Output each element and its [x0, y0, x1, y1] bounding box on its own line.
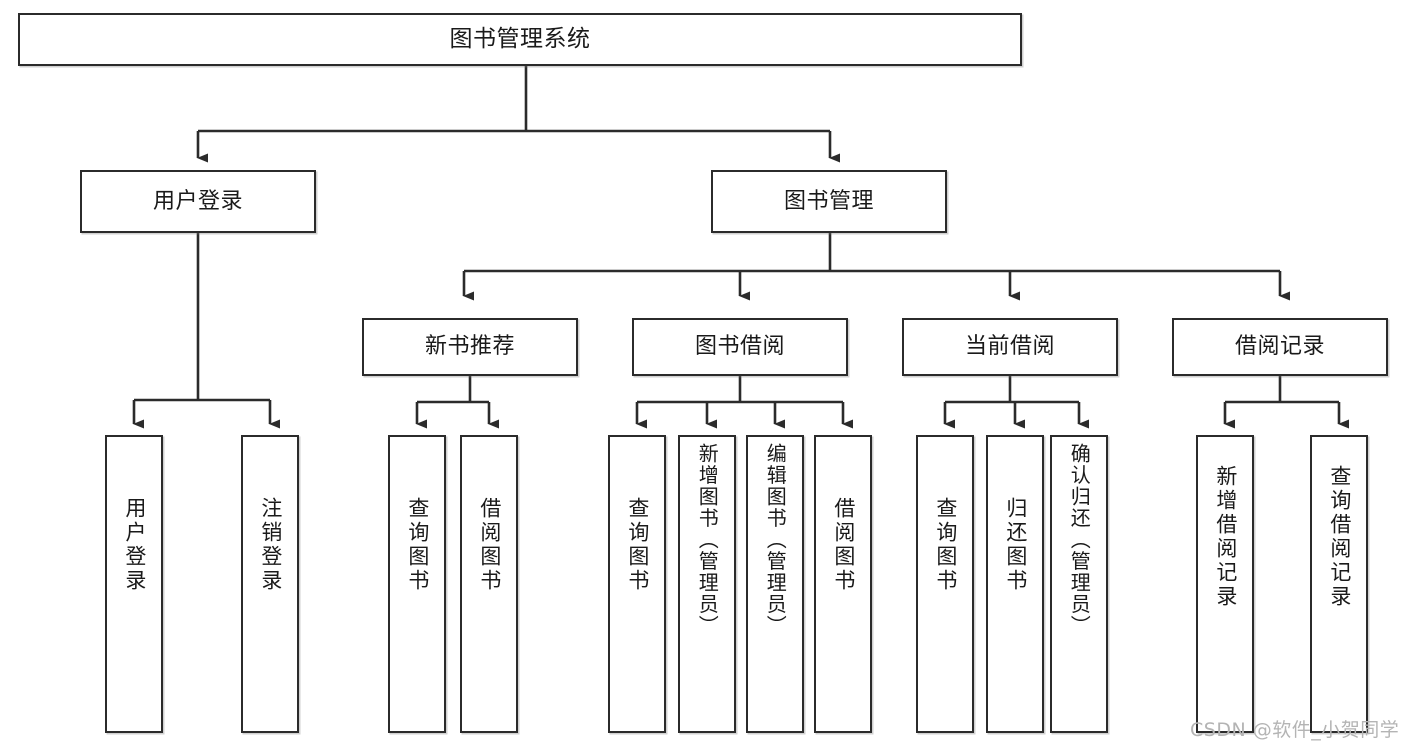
node-label: 查询图书	[933, 497, 958, 593]
leaf-user-logout[interactable]: 注销登录	[241, 435, 299, 733]
leaf-borrow-book-2[interactable]: 借阅图书	[814, 435, 872, 733]
leaf-return-book[interactable]: 归还图书	[986, 435, 1044, 733]
node-label: 图书借阅	[694, 334, 785, 360]
node-label: 借阅记录	[1234, 334, 1325, 360]
leaf-add-book-admin[interactable]: 新增图书（管理员）	[678, 435, 736, 733]
node-book-borrowing[interactable]: 图书借阅	[632, 318, 848, 376]
leaf-edit-book-admin[interactable]: 编辑图书（管理员）	[746, 435, 804, 733]
leaf-add-borrowing-record[interactable]: 新增借阅记录	[1196, 435, 1254, 733]
leaf-query-borrowing-record[interactable]: 查询借阅记录	[1310, 435, 1368, 733]
leaf-confirm-return-admin[interactable]: 确认归还（管理员）	[1050, 435, 1108, 733]
node-label: 图书管理	[783, 188, 874, 214]
node-user-login[interactable]: 用户登录	[80, 170, 316, 233]
node-label: 确认归还（管理员）	[1067, 443, 1092, 637]
node-label: 归还图书	[1003, 497, 1028, 593]
node-label: 查询借阅记录	[1327, 465, 1352, 609]
node-label: 用户登录	[122, 497, 147, 593]
node-label: 新增借阅记录	[1213, 465, 1238, 609]
node-label: 注销登录	[258, 497, 283, 593]
leaf-query-book-3[interactable]: 查询图书	[916, 435, 974, 733]
node-label: 图书管理系统	[449, 26, 591, 53]
node-label: 查询图书	[625, 497, 650, 593]
node-label: 用户登录	[152, 188, 243, 214]
leaf-borrow-book-1[interactable]: 借阅图书	[460, 435, 518, 733]
leaf-query-book-2[interactable]: 查询图书	[608, 435, 666, 733]
node-label: 借阅图书	[831, 497, 856, 593]
node-label: 借阅图书	[477, 497, 502, 593]
node-label: 编辑图书（管理员）	[763, 443, 788, 637]
node-borrowing-record[interactable]: 借阅记录	[1172, 318, 1388, 376]
leaf-user-login[interactable]: 用户登录	[105, 435, 163, 733]
node-root-book-management-system[interactable]: 图书管理系统	[18, 13, 1022, 66]
node-label: 新书推荐	[424, 334, 515, 360]
node-label: 当前借阅	[964, 334, 1055, 360]
node-current-borrowing[interactable]: 当前借阅	[902, 318, 1118, 376]
node-book-management[interactable]: 图书管理	[711, 170, 947, 233]
node-label: 新增图书（管理员）	[695, 443, 720, 637]
csdn-watermark: CSDN @软件_小贺同学	[1190, 719, 1400, 741]
leaf-query-book-1[interactable]: 查询图书	[388, 435, 446, 733]
node-new-book-recommendation[interactable]: 新书推荐	[362, 318, 578, 376]
node-label: 查询图书	[405, 497, 430, 593]
